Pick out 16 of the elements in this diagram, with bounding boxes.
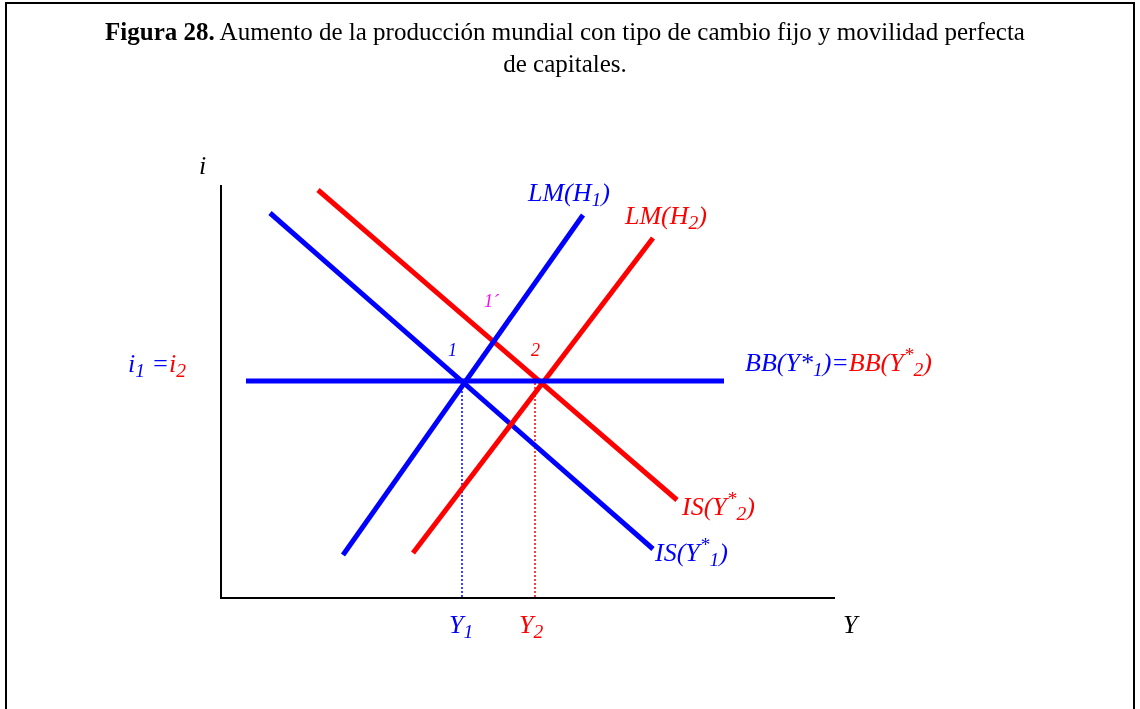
point-label: 1´ (484, 292, 499, 310)
axis-label: Y (843, 612, 858, 638)
curve-label: LM(H$_{2}$) (625, 203, 707, 229)
axis-value-label: Y$_{1}$ (449, 612, 474, 638)
point-label: 1 (448, 341, 457, 359)
curve-label: BB(Y$^{*}$$_{2}$) (848, 350, 932, 376)
curve-label: IS(Y$^{*}$$_{2}$) (682, 494, 755, 520)
curve-label: IS(Y$^{*}$$_{1}$) (655, 540, 728, 566)
figure-title: Figura 28. Aumento de la producción mundial con tipo de cambio fijo y movilidad perfecta de capitales. (105, 17, 1025, 79)
axis-label: i (199, 153, 207, 179)
axis-value-label: Y$_{2}$ (519, 612, 544, 638)
axis-value-label: i$_{1}$ = (128, 351, 170, 377)
curve-label: BB(Y*$_{1}$)= (745, 350, 849, 376)
point-label: 2 (531, 341, 540, 359)
curve-label: LM(H$_{1}$) (528, 180, 610, 206)
axis-value-label: i$_{2}$ (169, 351, 186, 377)
